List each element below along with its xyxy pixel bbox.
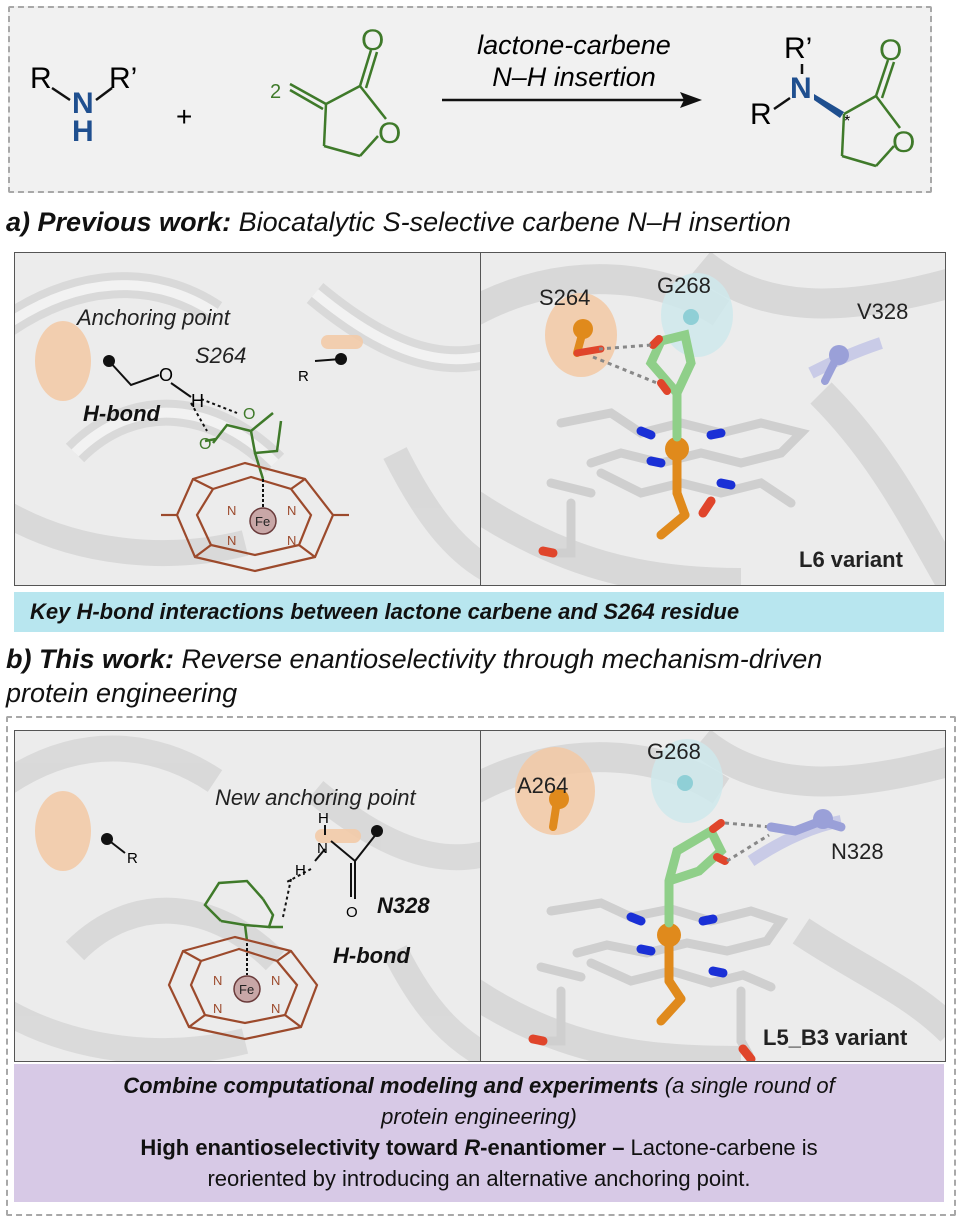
section-b-text-2: protein engineering <box>6 678 238 708</box>
porphyrin-n-3: N <box>227 533 236 548</box>
product-stereo-star: * <box>844 113 850 130</box>
porphyrin-n-1: N <box>227 503 236 518</box>
section-a-text: Biocatalytic S-selective carbene N–H ins… <box>238 207 791 237</box>
banner-line-3-bold-b: -enantiomer – <box>480 1135 625 1160</box>
section-a-right-panel: S264 G268 V328 L6 variant <box>480 252 946 586</box>
product-o-ring: O <box>892 126 915 159</box>
amine-r-prime: R’ <box>109 62 137 95</box>
g268-label-a: G268 <box>657 273 711 298</box>
r-group-a: R <box>298 368 309 385</box>
amide-h: H <box>318 810 329 827</box>
porphyrin-n-4: N <box>287 533 296 548</box>
section-b-right-panel: A264 G268 N328 L5_B3 variant <box>480 730 946 1062</box>
reaction-arrow: lactone-carbene N–H insertion <box>442 30 702 108</box>
diazo-n-sub: 2 <box>270 81 281 103</box>
porphyrin-b-n-4: N <box>271 1001 280 1016</box>
anchoring-point-label: Anchoring point <box>75 305 231 330</box>
section-a-heading: a) Previous work: Biocatalytic S-selecti… <box>6 206 791 239</box>
s264-label-left: S264 <box>195 343 246 368</box>
section-a-banner-text: Key H-bond interactions between lactone … <box>30 599 740 624</box>
amide-o: O <box>346 904 358 921</box>
product-r: R <box>750 98 772 131</box>
product-lactone <box>840 59 901 168</box>
section-a-banner: Key H-bond interactions between lactone … <box>14 592 944 632</box>
amine-reagent: R R’ N H <box>30 62 137 148</box>
product-r-prime: R’ <box>784 32 812 65</box>
section-b-right-structure: A264 G268 N328 L5_B3 variant <box>481 731 945 1061</box>
s264-label-right: S264 <box>539 285 590 310</box>
amine-n: N <box>72 87 94 120</box>
lactone-ring-o-a: O <box>243 406 255 423</box>
banner-line-1-bold: Combine computational modeling and exper… <box>123 1073 659 1098</box>
diazo-o-carbonyl: O <box>361 24 384 57</box>
porphyrin-n-2: N <box>287 503 296 518</box>
section-b-left-illustration: New anchoring point N328 H-bond R H N H … <box>15 735 481 1061</box>
l5-b3-variant-label: L5_B3 variant <box>763 1025 908 1050</box>
amine-r: R <box>30 62 52 95</box>
hbond-h-b: H <box>295 862 306 879</box>
fe-label-b: Fe <box>239 982 254 997</box>
amine-h: H <box>72 115 94 148</box>
r-group-b: R <box>127 850 138 867</box>
fe-label-a: Fe <box>255 514 270 529</box>
new-anchoring-label: New anchoring point <box>215 785 416 810</box>
arrow-label-1: lactone-carbene <box>477 30 671 60</box>
porphyrin-b-n-3: N <box>213 1001 222 1016</box>
amide-n: N <box>317 840 328 857</box>
section-a-label: a) Previous work: <box>6 207 232 237</box>
section-b-banner: Combine computational modeling and exper… <box>14 1064 944 1202</box>
h-bond-label-a: H-bond <box>83 401 161 426</box>
banner-line-3-rest: Lactone-carbene is <box>624 1135 818 1160</box>
section-b-banner-line-4: reoriented by introducing an alternative… <box>207 1166 751 1191</box>
diazo-lactone <box>289 49 387 158</box>
banner-line-1-rest: (a single round of <box>664 1073 835 1098</box>
section-b-banner-line-2: protein engineering) <box>381 1104 577 1129</box>
banner-line-3-bold-r: R <box>464 1135 481 1160</box>
product-n: N <box>790 72 812 105</box>
banner-line-3-bold-a: High enantioselectivity toward <box>140 1135 465 1160</box>
section-b-banner-line-1: Combine computational modeling and exper… <box>14 1070 944 1101</box>
a264-label: A264 <box>517 773 568 798</box>
reaction-scheme: R R’ N H + 2 O O lactone-carbene N–H ins… <box>30 24 915 168</box>
plus-sign: + <box>176 101 192 132</box>
section-b-text-1: Reverse enantioselectivity through mecha… <box>181 644 823 674</box>
arrow-label-2: N–H insertion <box>492 62 656 92</box>
n328-label-left: N328 <box>377 893 430 918</box>
section-b-left-panel: New anchoring point N328 H-bond R H N H … <box>14 730 482 1062</box>
section-b-box <box>6 716 956 1216</box>
v328-label: V328 <box>857 299 908 324</box>
n328-label-right: N328 <box>831 839 884 864</box>
porphyrin-b-n-1: N <box>213 973 222 988</box>
diazo-o-ring: O <box>378 117 401 150</box>
section-a-left-illustration: Anchoring point S264 H-bond O H R O O Fe… <box>15 272 481 581</box>
product-o-carbonyl: O <box>879 34 902 67</box>
section-b-banner-line-3: High enantioselectivity toward R-enantio… <box>14 1132 944 1163</box>
porphyrin-b-n-2: N <box>271 973 280 988</box>
section-a-left-panel: Anchoring point S264 H-bond O H R O O Fe… <box>14 252 482 586</box>
g268-label-b: G268 <box>647 739 701 764</box>
serine-h: H <box>191 391 204 411</box>
section-a-right-structure: S264 G268 V328 L6 variant <box>481 253 945 585</box>
section-b-label: b) This work: <box>6 644 174 674</box>
h-bond-label-b: H-bond <box>333 943 411 968</box>
l6-variant-label: L6 variant <box>799 547 904 572</box>
serine-o: O <box>159 365 173 385</box>
lactone-carbonyl-o-a: O <box>199 436 211 453</box>
section-b-heading: b) This work: Reverse enantioselectivity… <box>6 643 822 676</box>
product: R’ R N * <box>750 32 850 131</box>
